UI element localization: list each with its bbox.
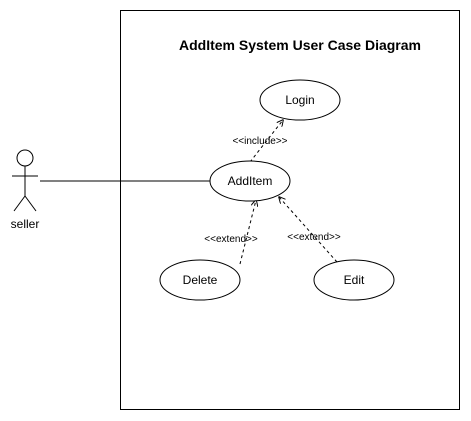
use-case-edit-shape	[313, 259, 395, 301]
use-case-login-label: Login	[285, 93, 314, 107]
include-edge	[249, 120, 283, 163]
diagram-title: AddItem System User Case Diagram	[179, 37, 421, 53]
use-case-delete-shape	[159, 259, 241, 301]
extend-edge-edit	[279, 197, 338, 263]
actor-head	[16, 149, 34, 167]
actor-right-leg	[24, 195, 37, 212]
extend-label-delete: <<extend>>	[204, 234, 258, 245]
extend-label-edit: <<extend>>	[287, 232, 341, 243]
actor-seller[interactable]: seller	[11, 149, 40, 231]
use-case-additem[interactable]: AddItem	[209, 160, 291, 202]
actor-left-leg	[13, 195, 26, 212]
use-case-login[interactable]: Login	[259, 79, 341, 121]
include-label: <<include>>	[232, 136, 287, 147]
extend-edge-delete	[239, 200, 256, 265]
use-case-login-shape	[259, 79, 341, 121]
use-case-additem-shape	[209, 160, 291, 202]
use-case-edit-label: Edit	[344, 273, 365, 287]
actor-label: seller	[11, 217, 40, 231]
use-case-edit[interactable]: Edit	[313, 259, 395, 301]
system-boundary	[120, 10, 460, 410]
use-case-delete[interactable]: Delete	[159, 259, 241, 301]
use-case-additem-label: AddItem	[228, 174, 273, 188]
use-case-delete-label: Delete	[183, 273, 218, 287]
